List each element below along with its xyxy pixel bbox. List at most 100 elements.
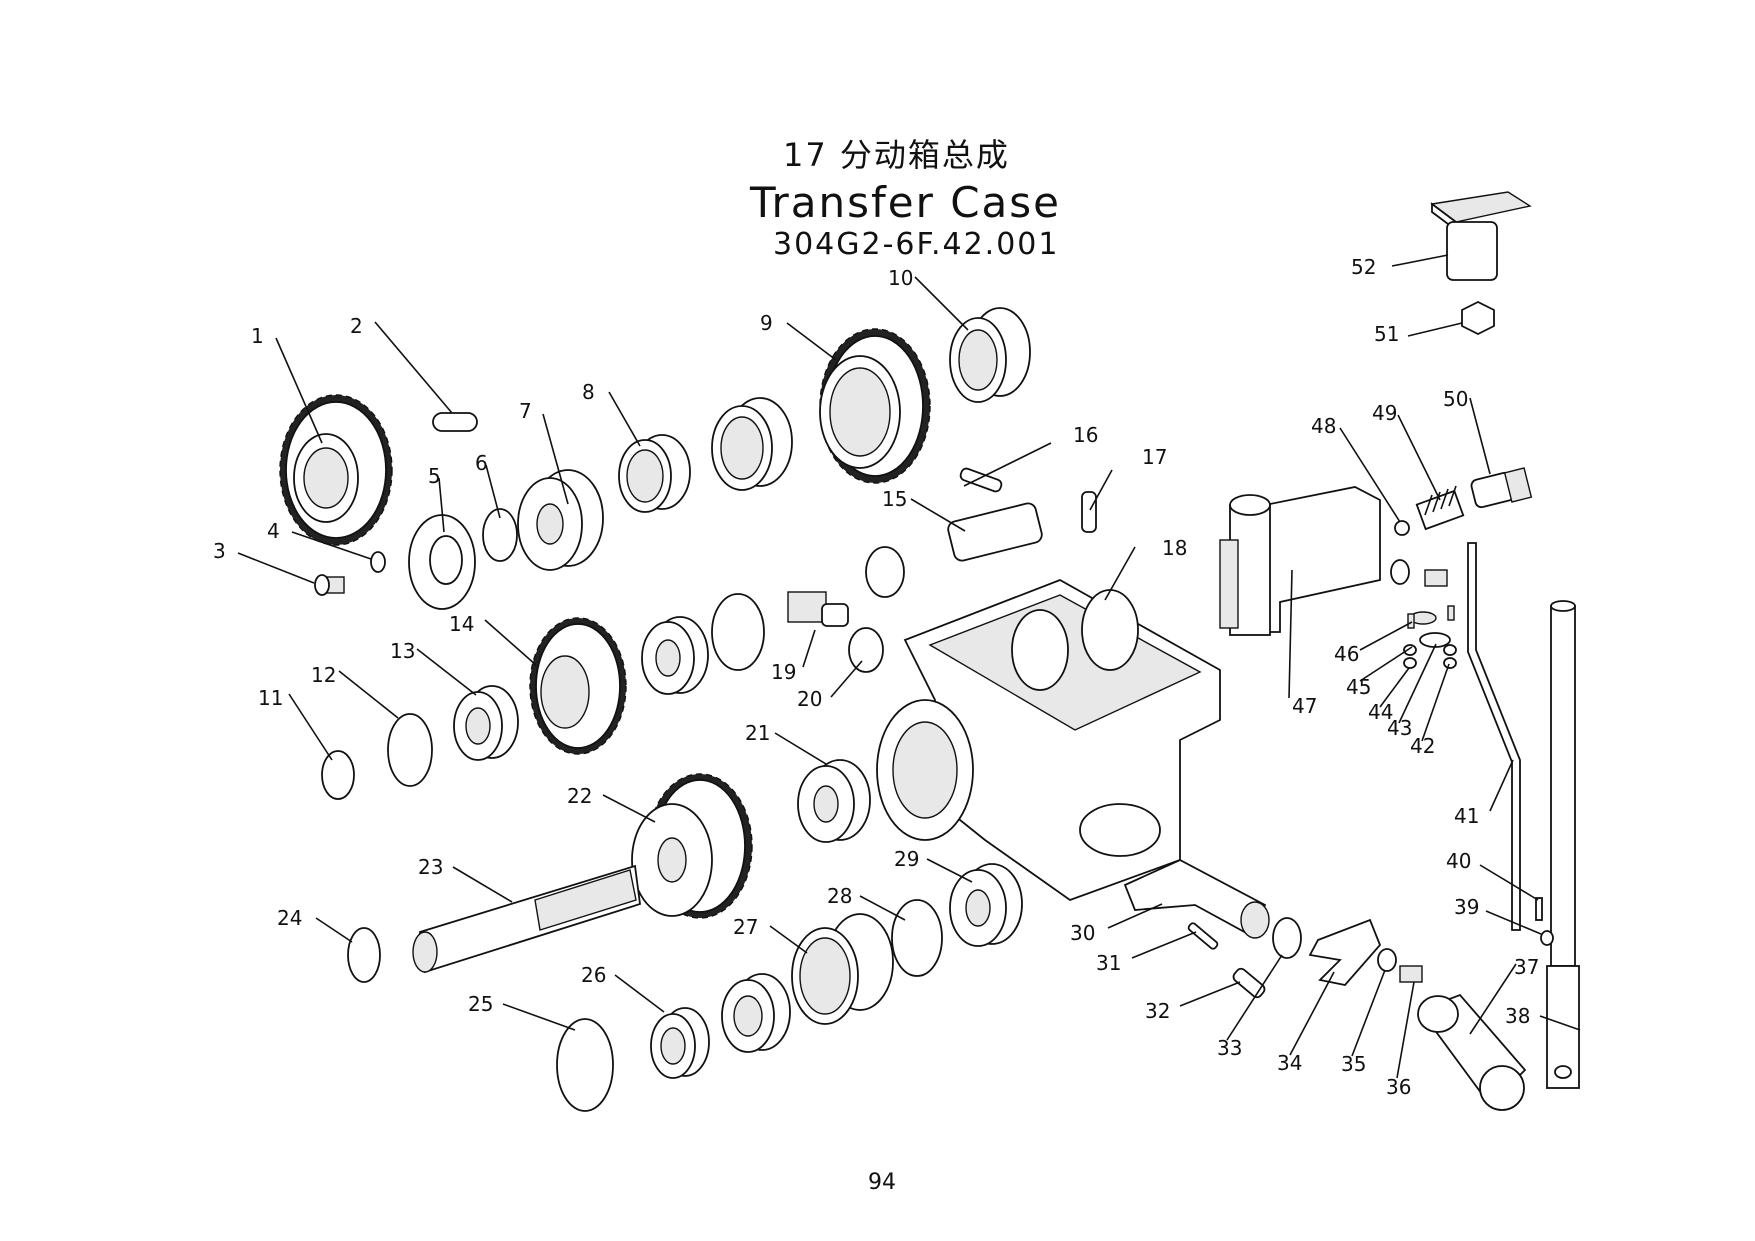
part-11-seal xyxy=(321,750,355,800)
leader-line-1 xyxy=(275,337,323,444)
callout-label-28: 28 xyxy=(827,884,852,908)
part-illustrations xyxy=(279,191,1580,1112)
leader-line-19 xyxy=(802,629,816,668)
leader-line-13 xyxy=(416,648,477,696)
callout-label-43: 43 xyxy=(1387,716,1412,740)
leader-line-2 xyxy=(374,321,453,414)
callout-label-20: 20 xyxy=(797,687,822,711)
part-16-pin xyxy=(959,467,1003,493)
callout-label-50: 50 xyxy=(1443,387,1468,411)
callout-label-33: 33 xyxy=(1217,1036,1242,1060)
callout-label-8: 8 xyxy=(582,380,595,404)
part-30-shift-shaft xyxy=(1123,858,1270,939)
part-10-bushing xyxy=(949,307,1031,403)
leader-line-31 xyxy=(1131,931,1197,959)
part-12-ring xyxy=(387,713,433,787)
leader-line-8 xyxy=(608,391,641,447)
part-28-ring xyxy=(891,899,943,977)
callout-label-18: 18 xyxy=(1162,536,1187,560)
callout-label-41: 41 xyxy=(1454,804,1479,828)
leader-line-34 xyxy=(1289,971,1335,1056)
callout-label-24: 24 xyxy=(277,906,302,930)
callout-label-29: 29 xyxy=(894,847,919,871)
leader-line-41 xyxy=(1489,759,1514,812)
callout-label-19: 19 xyxy=(771,660,796,684)
part-23-shaft xyxy=(412,864,641,974)
callout-label-44: 44 xyxy=(1368,700,1393,724)
leader-line-38 xyxy=(1539,1015,1581,1031)
part-41-shift-rod xyxy=(1467,542,1521,931)
part-38-rod xyxy=(1546,600,1580,1089)
callout-label-23: 23 xyxy=(418,855,443,879)
parts-42-46-fasteners xyxy=(1403,605,1457,669)
part-29-bearing xyxy=(949,863,1023,947)
leader-line-36 xyxy=(1396,981,1415,1079)
leader-line-50 xyxy=(1469,397,1491,475)
leader-line-9 xyxy=(786,322,837,361)
leader-line-4 xyxy=(291,531,372,560)
part-7-hub xyxy=(517,469,604,571)
leader-line-18 xyxy=(1104,546,1136,601)
part-49-spring xyxy=(1415,485,1465,531)
part-40-pin xyxy=(1535,897,1543,921)
leader-line-40 xyxy=(1479,864,1539,901)
part-ring-unlabeled xyxy=(711,593,765,671)
callout-label-2: 2 xyxy=(350,314,363,338)
leader-line-14 xyxy=(484,619,537,666)
leader-line-29 xyxy=(926,858,973,883)
leader-line-48 xyxy=(1339,427,1401,523)
leader-line-20 xyxy=(830,660,863,698)
leader-line-43 xyxy=(1398,643,1437,724)
leader-line-17 xyxy=(1089,469,1113,511)
part-4-washer xyxy=(370,551,386,573)
leader-line-51 xyxy=(1407,322,1463,337)
callout-label-1: 1 xyxy=(251,324,264,348)
leader-line-24 xyxy=(315,917,353,943)
callout-label-42: 42 xyxy=(1410,734,1435,758)
callout-label-7: 7 xyxy=(519,399,532,423)
part-3-bolt xyxy=(314,574,345,596)
leader-line-11 xyxy=(288,693,333,761)
part-seal-unlabeled-2 xyxy=(721,973,791,1053)
callout-label-45: 45 xyxy=(1346,675,1371,699)
leader-line-27 xyxy=(769,925,808,954)
part-20-seal xyxy=(848,627,884,673)
leader-line-3 xyxy=(237,552,315,584)
part-15-pin xyxy=(947,502,1043,562)
callout-label-48: 48 xyxy=(1311,414,1336,438)
part-24-circlip xyxy=(347,927,381,983)
leader-line-30 xyxy=(1107,903,1163,929)
callout-label-9: 9 xyxy=(760,311,773,335)
callout-label-36: 36 xyxy=(1386,1075,1411,1099)
part-2-key xyxy=(432,412,478,432)
leader-line-23 xyxy=(452,866,513,903)
leader-line-49 xyxy=(1397,414,1441,501)
part-needle-bearing xyxy=(711,397,793,491)
leader-line-5 xyxy=(438,477,445,533)
assembly-part-number: 304G2-6F.42.001 xyxy=(773,227,1060,262)
callout-leaders xyxy=(237,254,1581,1079)
callout-label-15: 15 xyxy=(882,487,907,511)
leader-line-6 xyxy=(485,464,501,519)
callout-label-26: 26 xyxy=(581,963,606,987)
leader-line-42 xyxy=(1421,663,1450,742)
callout-label-37: 37 xyxy=(1514,955,1539,979)
callout-label-10: 10 xyxy=(888,266,913,290)
part-bearing-unlabeled xyxy=(641,616,709,695)
callout-label-13: 13 xyxy=(390,639,415,663)
part-25-circlip xyxy=(556,1018,614,1112)
callout-label-3: 3 xyxy=(213,539,226,563)
callout-label-52: 52 xyxy=(1351,255,1376,279)
callout-label-17: 17 xyxy=(1142,445,1167,469)
part-34-lever xyxy=(1308,918,1382,986)
part-47-bracket xyxy=(1219,486,1381,636)
part-33-washer xyxy=(1272,917,1302,959)
leader-line-25 xyxy=(502,1003,576,1031)
part-17-plug xyxy=(1081,491,1097,533)
leader-line-39 xyxy=(1485,910,1542,935)
part-seal-47 xyxy=(1390,559,1410,585)
callout-label-49: 49 xyxy=(1372,401,1397,425)
part-35-washer xyxy=(1377,948,1397,972)
callout-label-11: 11 xyxy=(258,686,283,710)
